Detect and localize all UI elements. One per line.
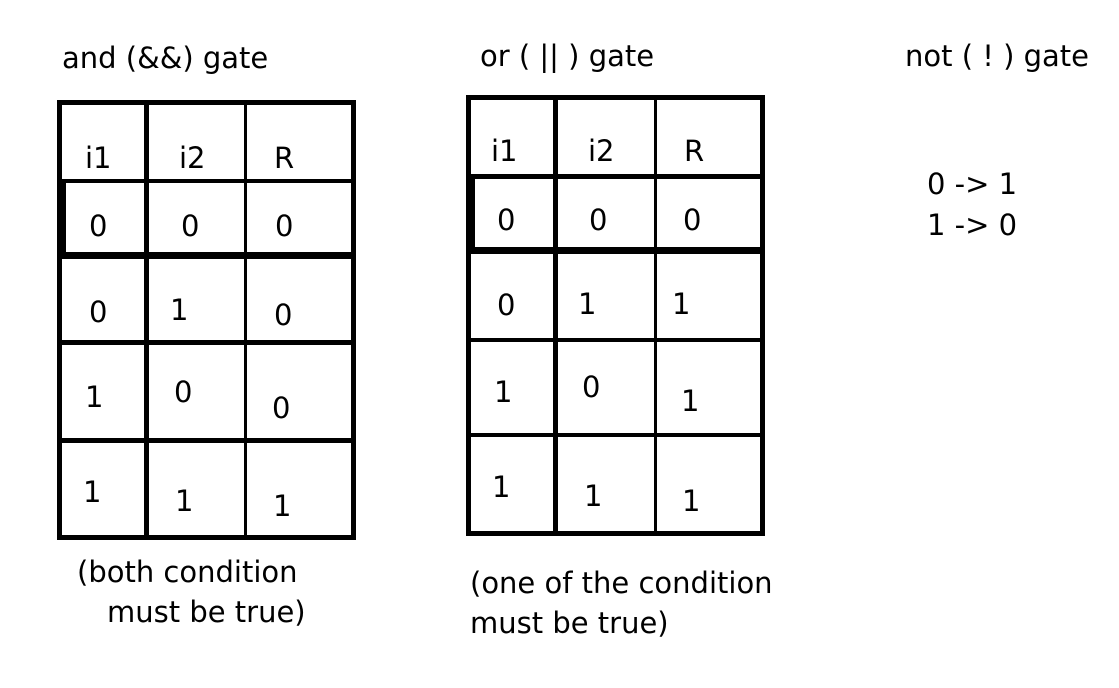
table-cell: 0 [181,209,200,243]
row-divider [466,247,765,254]
table-cell: 1 [672,287,691,321]
table-cell: 0 [174,375,193,409]
column-divider [654,95,657,536]
and-gate-title: and (&&) gate [62,41,269,75]
row-divider [466,433,765,437]
table-cell: 0 [274,298,293,332]
not-gate-mapping-1: 1 -> 0 [927,208,1018,242]
table-border-bottom [57,535,356,540]
row-divider [57,179,356,183]
header-r: R [684,134,705,168]
table-border-left [466,95,471,536]
table-cell: 1 [682,484,701,518]
row-divider [57,438,356,443]
row-highlight-edge [471,179,475,248]
or-gate-truth-table: i1 i2 R 0 0 0 0 1 1 1 0 1 1 1 1 [466,95,765,536]
table-cell: 0 [275,209,294,243]
table-cell: 1 [273,489,292,523]
not-gate-title: not ( ! ) gate [905,39,1090,73]
and-gate-note-line2: must be true) [107,595,306,629]
table-border-right [351,100,356,540]
or-gate-title: or ( || ) gate [480,39,655,73]
header-i2: i2 [588,134,615,168]
not-gate-mapping-0: 0 -> 1 [927,167,1018,201]
table-cell: 1 [83,475,102,509]
row-divider [466,174,765,179]
table-cell: 0 [683,203,702,237]
row-divider [466,338,765,342]
table-cell: 0 [582,370,601,404]
row-highlight-edge [62,183,66,253]
row-divider [57,340,356,345]
header-i1: i1 [85,141,112,175]
table-border-right [760,95,765,536]
table-cell: 0 [497,288,516,322]
table-cell: 1 [578,287,597,321]
table-cell: 0 [272,391,291,425]
column-divider [553,95,558,536]
or-gate-note-line1: (one of the condition [470,566,773,600]
table-cell: 1 [492,470,511,504]
table-cell: 1 [494,375,513,409]
and-gate-note-line1: (both condition [77,555,298,589]
table-cell: 1 [175,484,194,518]
table-cell: 1 [85,380,104,414]
table-cell: 0 [589,203,608,237]
header-i2: i2 [179,141,206,175]
table-cell: 0 [497,203,516,237]
table-border-bottom [466,531,765,536]
and-gate-truth-table: i1 i2 R 0 0 0 0 1 0 1 0 0 1 1 1 [57,100,356,540]
column-divider [144,100,149,540]
table-cell: 1 [584,479,603,513]
table-cell: 0 [89,295,108,329]
table-border-top [57,100,356,105]
or-gate-note-line2: must be true) [470,606,669,640]
table-cell: 1 [170,293,189,327]
table-cell: 0 [89,209,108,243]
table-border-left [57,100,62,540]
header-i1: i1 [491,134,518,168]
table-cell: 1 [681,384,700,418]
header-r: R [274,141,295,175]
column-divider [244,100,247,540]
row-divider [57,252,356,259]
table-border-top [466,95,765,100]
